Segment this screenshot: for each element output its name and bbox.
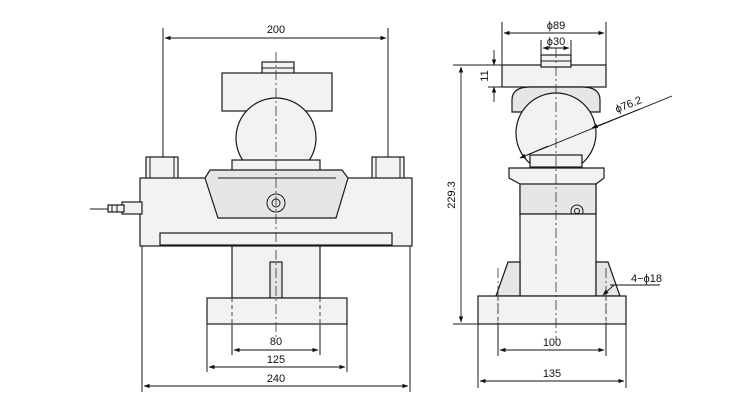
dim-text-bolt-spacing: 80: [270, 336, 282, 348]
front-cable: [90, 201, 143, 215]
dim-text-ball-dia: ϕ76.2: [614, 94, 644, 115]
side-base: [477, 295, 627, 325]
front-cable-hole: [266, 193, 286, 213]
dim-text-mount-holes: 4−ϕ18: [631, 273, 662, 285]
dim-text-side-bolt-spacing: 100: [543, 337, 561, 349]
side-view: ϕ89 ϕ30 11 ϕ76.2 229.3 4−ϕ18 100: [446, 20, 673, 388]
side-column: [519, 213, 597, 297]
side-body-face: [519, 183, 597, 215]
front-bolt-right: [371, 156, 405, 182]
front-bolt-left: [145, 156, 179, 182]
front-base: [206, 297, 348, 325]
dim-text-overall-width: 240: [267, 373, 285, 385]
front-view: 200 80 125 240: [90, 24, 413, 392]
dim-text-total-height: 229.3: [446, 181, 458, 209]
side-gusset-left: [495, 261, 521, 297]
dim-text-base-inner: 125: [267, 354, 285, 366]
dim-text-top-plate-dia: ϕ89: [547, 20, 565, 32]
dim-text-plate-thickness: 11: [479, 70, 491, 81]
side-top-plate: [501, 64, 607, 88]
dim-text-top-width: 200: [267, 24, 285, 36]
dim-text-pin-dia: ϕ30: [547, 36, 565, 48]
dim-text-base-width: 135: [543, 368, 561, 380]
